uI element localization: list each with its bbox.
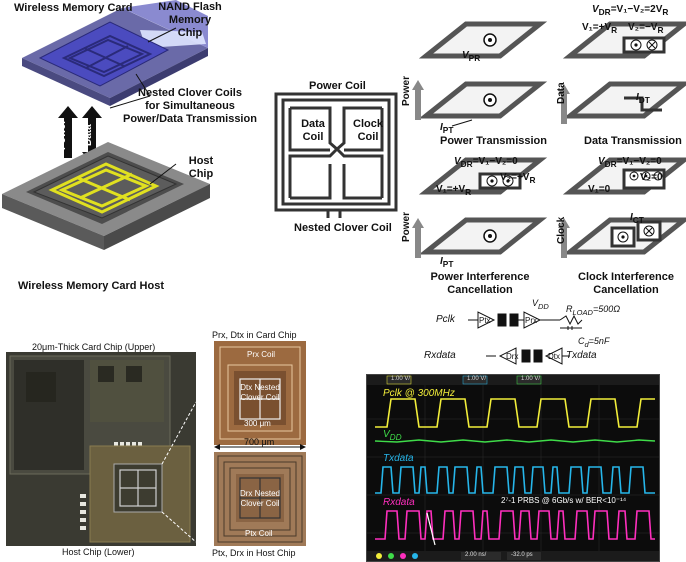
nested-coils-label: Nested Clover Coils for Simultaneous Pow… (110, 87, 270, 126)
rxdata-trace-label: Rxdata (383, 497, 415, 508)
pclk-label: Pclk (436, 314, 455, 325)
trace-rxdata (375, 511, 655, 539)
data-eq-top: VDR=V₁−V₂=2VR (592, 4, 668, 17)
host-chip-label: Host Chip (176, 155, 226, 181)
data-arrow-2: Data (556, 82, 567, 104)
pi-v2: V₂=+VR (500, 172, 535, 185)
nand-label: NAND Flash Memory Chip (150, 1, 230, 40)
card-title: Wireless Memory Card (14, 2, 133, 14)
dim-300-label: 300 μm (244, 419, 271, 428)
trace-pclk (375, 399, 655, 427)
ch3-scale: 1.00 V/ (521, 376, 540, 382)
dtx-label: Dtx (548, 352, 560, 361)
power-coil-label: Power Coil (309, 80, 366, 92)
nested-clover-coil-diagram (270, 88, 410, 218)
host-title: Wireless Memory Card Host (18, 280, 164, 292)
prbs-note: 2⁷-1 PRBS @ 6Gb/s w/ BER<10⁻¹⁴ (501, 496, 626, 505)
card-chip-label: 20μm-Thick Card Chip (Upper) (32, 342, 155, 352)
trace-vdd (375, 440, 655, 442)
trace-txdata (375, 467, 655, 493)
data-v1: V₁=+VR (582, 22, 617, 35)
power-arrow-label: Power (57, 120, 68, 150)
txdata-trace-label: Txdata (383, 453, 414, 464)
data-arrow-label: Data (83, 124, 94, 146)
zoom-top-title: Prx, Dtx in Card Chip (212, 330, 297, 340)
panel-power-transmission (412, 24, 540, 126)
ict-label: ICT (630, 212, 644, 225)
drx-label: Drx (506, 352, 518, 361)
data-transmission-caption: Data Transmission (584, 135, 682, 147)
data-v2: V₂=−VR (628, 22, 663, 35)
ch2-scale: 1.00 V/ (467, 376, 486, 382)
scope-traces (367, 375, 659, 561)
time-scale: 2.00 ns/ (465, 552, 486, 558)
panel-data-transmission (558, 24, 684, 124)
panel-clock-interference (558, 160, 684, 258)
card-illustration (0, 0, 290, 300)
prx-label: Prx (525, 316, 537, 325)
delay-value: -32.0 ps (511, 552, 533, 558)
rload-label: RLOAD=500Ω (566, 304, 620, 317)
die-micrograph (6, 352, 196, 546)
txdata-circuit-label: Txdata (566, 350, 597, 361)
oscilloscope-screen: 1.00 V/ 1.00 V/ 1.00 V/ Pclk @ 300MHz VD… (366, 374, 660, 562)
ci-v2: V₂=0 (640, 172, 663, 183)
prx-coil-label: Prx Coil (247, 350, 275, 359)
vdd-trace-label: VDD (383, 429, 402, 442)
ipt-label: IPT (440, 122, 453, 135)
power-arrow-1: Power (401, 76, 412, 106)
pclk-trace-label: Pclk @ 300MHz (383, 388, 455, 399)
ch1-scale: 1.00 V/ (391, 376, 410, 382)
rxdata-circuit-label: Rxdata (424, 350, 456, 361)
power-arrow-3: Power (401, 212, 412, 242)
pi-v1: V₁=+VR (436, 184, 471, 197)
clock-arrow: Clock (556, 217, 567, 244)
vpr-label: VPR (462, 50, 480, 63)
ptx-coil-label: Ptx Coil (245, 529, 273, 538)
pi-eq-top: VDR=V₁−V₂=0 (454, 156, 518, 169)
idt-label: IDT (636, 92, 650, 105)
vdd-circuit-label: VDD (532, 298, 549, 311)
ptx-label: Ptx (479, 316, 491, 325)
ci-v1: V₁=0 (588, 184, 610, 195)
nested-clover-caption: Nested Clover Coil (294, 222, 392, 234)
zoom-bottom-title: Ptx, Drx in Host Chip (212, 548, 296, 558)
dim-700-arrow (214, 444, 306, 450)
host-chip-label-bottom: Host Chip (Lower) (62, 547, 135, 557)
power-transmission-caption: Power Transmission (440, 135, 547, 147)
pi-ipt-label: IPT (440, 256, 453, 269)
ci-eq-top: VDR=V₁−V₂=0 (598, 156, 662, 169)
cd-label: Cd=5nF (578, 336, 609, 349)
